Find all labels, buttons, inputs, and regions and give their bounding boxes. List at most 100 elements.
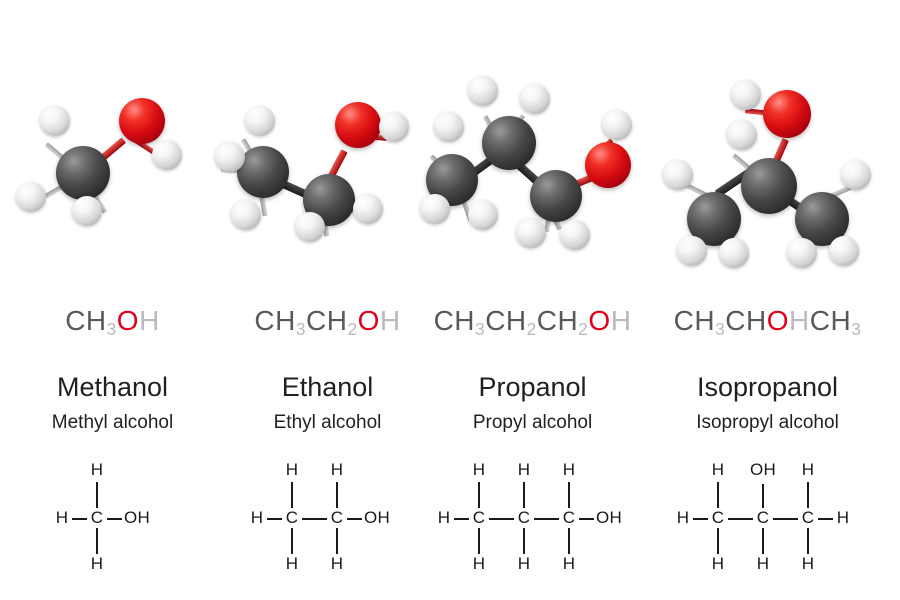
atom-hydrogen-1	[727, 120, 757, 150]
molecule-name: Ethanol	[281, 372, 374, 402]
atom-oxygen	[335, 102, 381, 148]
structural-formula-propanol: H H H H C C C OH H H H	[420, 460, 645, 573]
bond-line-v-bottom	[96, 528, 98, 554]
bond-line-v-bottom-2	[762, 528, 764, 554]
molecule-name: Isopropanol	[696, 372, 839, 402]
label-right-h: H	[836, 508, 850, 527]
atom-hydrogen-4	[719, 238, 749, 268]
bond-line-v-top-2	[807, 482, 809, 508]
bond-line-h-right	[579, 518, 594, 520]
atom-carbon-1	[237, 146, 289, 198]
atom-hydrogen-4	[468, 76, 498, 106]
bond-line-c2-c3	[773, 518, 798, 520]
atom-carbon-2	[482, 116, 536, 170]
atom-hydroxyl-hydrogen	[731, 80, 761, 110]
label-left-h: H	[250, 508, 264, 527]
bond-line-c1-c2	[489, 518, 514, 520]
label-top-h-1: H	[711, 460, 725, 479]
ball-and-stick-model-ethanol	[215, 70, 440, 250]
bond-line-v-top-2	[336, 482, 338, 508]
atom-hydrogen-6	[787, 238, 817, 268]
atom-hydrogen-2	[420, 194, 450, 224]
atom-hydrogen-1	[40, 106, 70, 136]
label-bottom-h-1: H	[285, 554, 299, 573]
atom-carbon-3	[530, 170, 582, 222]
label-bottom-h-1: H	[472, 554, 486, 573]
molecule-card-ethanol: CH3CH2OH Ethanol Ethyl alcohol H H H C C…	[215, 0, 440, 600]
label-carbon-2: C	[517, 508, 531, 527]
atom-hydrogen-2	[215, 142, 245, 172]
label-hydroxyl: OH	[123, 508, 151, 527]
condensed-formula-methanol: CH3OH	[65, 305, 160, 339]
structural-formula-ethanol: H H H C C OH H H	[215, 460, 440, 573]
atom-hydrogen-4	[295, 212, 325, 242]
atom-hydrogen-3	[468, 200, 498, 230]
label-top-h-2: H	[517, 460, 531, 479]
label-carbon: C	[90, 508, 104, 527]
bond-line-h-right	[347, 518, 362, 520]
atom-hydrogen-1	[434, 112, 464, 142]
atom-hydrogen-7	[829, 236, 859, 266]
label-bottom-h-2: H	[330, 554, 344, 573]
bond-line-h-left	[72, 518, 87, 520]
molecule-name: Propanol	[478, 372, 587, 402]
ball-and-stick-model-methanol	[0, 70, 225, 250]
label-top-h-2: H	[330, 460, 344, 479]
atom-hydrogen-2	[663, 160, 693, 190]
atom-oxygen	[585, 142, 631, 188]
bond-line-c1-c2	[728, 518, 753, 520]
bond-line-h-left	[693, 518, 708, 520]
label-top-h: H	[90, 460, 104, 479]
bond-line-h-right	[107, 518, 122, 520]
label-carbon-3: C	[801, 508, 815, 527]
label-top-hydroxyl: OH	[749, 460, 777, 479]
label-top-h-1: H	[285, 460, 299, 479]
label-bottom-h-2: H	[756, 554, 770, 573]
atom-hydrogen-5	[353, 194, 383, 224]
atom-hydroxyl-hydrogen	[379, 112, 409, 142]
molecule-card-methanol: CH3OH Methanol Methyl alcohol H H C OH H	[0, 0, 225, 600]
bond-line-v-top-1	[717, 482, 719, 508]
bond-line-v-top-1	[291, 482, 293, 508]
molecule-common-name: Methyl alcohol	[51, 412, 174, 433]
ball-and-stick-model-propanol	[420, 70, 645, 250]
bond-line-v-bottom-1	[478, 528, 480, 554]
label-hydroxyl: OH	[363, 508, 391, 527]
bond-line-h-left	[454, 518, 469, 520]
atom-carbon	[56, 146, 110, 200]
atom-hydrogen-7	[560, 220, 590, 250]
label-bottom-h: H	[90, 554, 104, 573]
atom-hydrogen-5	[841, 160, 871, 190]
label-carbon-2: C	[330, 508, 344, 527]
molecule-card-propanol: CH3CH2CH2OH Propanol Propyl alcohol H H …	[420, 0, 645, 600]
label-left-h: H	[676, 508, 690, 527]
bond-line-h-right	[818, 518, 833, 520]
label-left-h: H	[437, 508, 451, 527]
label-bottom-h-1: H	[711, 554, 725, 573]
atom-oxygen	[119, 98, 165, 144]
label-bottom-h-3: H	[562, 554, 576, 573]
molecule-common-name: Isopropyl alcohol	[696, 412, 839, 433]
condensed-formula-propanol: CH3CH2CH2OH	[433, 305, 632, 339]
atom-hydroxyl-hydrogen	[602, 110, 632, 140]
label-carbon-1: C	[472, 508, 486, 527]
bond-line-c-c	[302, 518, 327, 520]
label-top-h-1: H	[472, 460, 486, 479]
bond-line-v-top-2	[523, 482, 525, 508]
label-bottom-h-2: H	[517, 554, 531, 573]
atom-carbon-2	[741, 158, 797, 214]
structural-formula-isopropanol: H OH H H C C C H H H H	[655, 460, 880, 573]
bond-line-v-bottom-1	[717, 528, 719, 554]
structural-formula-methanol: H H C OH H	[0, 460, 225, 573]
label-hydroxyl: OH	[595, 508, 623, 527]
bond-line-c2-c3	[534, 518, 559, 520]
atom-hydrogen-3	[677, 236, 707, 266]
label-top-h-3: H	[562, 460, 576, 479]
atom-hydrogen-3	[72, 196, 102, 226]
bond-line-h-left	[267, 518, 282, 520]
bond-line-v-top-oh	[762, 484, 764, 508]
molecule-name: Methanol	[56, 372, 169, 402]
molecule-card-isopropanol: CH3CHOHCH3 Isopropanol Isopropyl alcohol…	[655, 0, 880, 600]
bond-line-v-bottom-1	[291, 528, 293, 554]
condensed-formula-ethanol: CH3CH2OH	[254, 305, 401, 339]
